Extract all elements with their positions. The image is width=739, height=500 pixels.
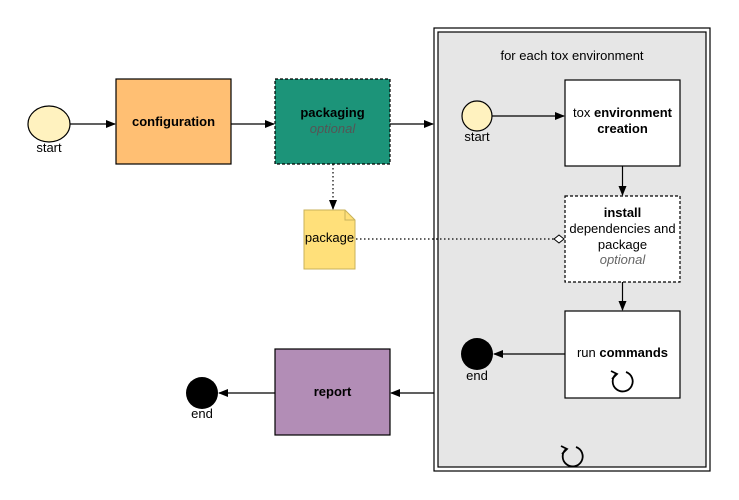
install-label-line3: package bbox=[598, 237, 647, 252]
packaging-label: packaging bbox=[300, 105, 364, 120]
run-loop-icon bbox=[610, 370, 634, 393]
env-start-label: start bbox=[464, 129, 490, 144]
packaging-task bbox=[274, 78, 391, 165]
install-label-line2: dependencies and bbox=[569, 221, 675, 236]
start-event-label: start bbox=[36, 140, 62, 155]
package-artifact bbox=[303, 209, 356, 270]
env-end-label: end bbox=[466, 368, 488, 383]
env-creation-prefix: tox bbox=[573, 105, 594, 120]
run-commands-bold: commands bbox=[599, 345, 668, 360]
end-event-label: end bbox=[191, 406, 213, 421]
end-event bbox=[186, 377, 218, 409]
start-event bbox=[27, 105, 71, 143]
connectors bbox=[70, 112, 627, 397]
packaging-optional-label: optional bbox=[310, 121, 357, 136]
install-optional-label: optional bbox=[600, 252, 647, 267]
env-creation-label-line2: creation bbox=[597, 121, 648, 136]
env-creation-label-line1: tox environment bbox=[573, 105, 673, 120]
run-commands-prefix: run bbox=[577, 345, 599, 360]
env-start-event bbox=[461, 100, 493, 132]
install-task bbox=[564, 195, 681, 283]
env-loop-title: for each tox environment bbox=[500, 48, 643, 63]
env-loop-icon bbox=[560, 445, 584, 468]
report-label: report bbox=[314, 384, 352, 399]
install-label-bold: install bbox=[604, 205, 642, 220]
configuration-label: configuration bbox=[132, 114, 215, 129]
run-commands-label: run commands bbox=[577, 345, 668, 360]
env-creation-task bbox=[564, 79, 681, 167]
env-creation-bold1: environment bbox=[594, 105, 673, 120]
package-label: package bbox=[305, 230, 354, 245]
env-end-event bbox=[461, 338, 493, 370]
configuration-task bbox=[115, 78, 232, 165]
